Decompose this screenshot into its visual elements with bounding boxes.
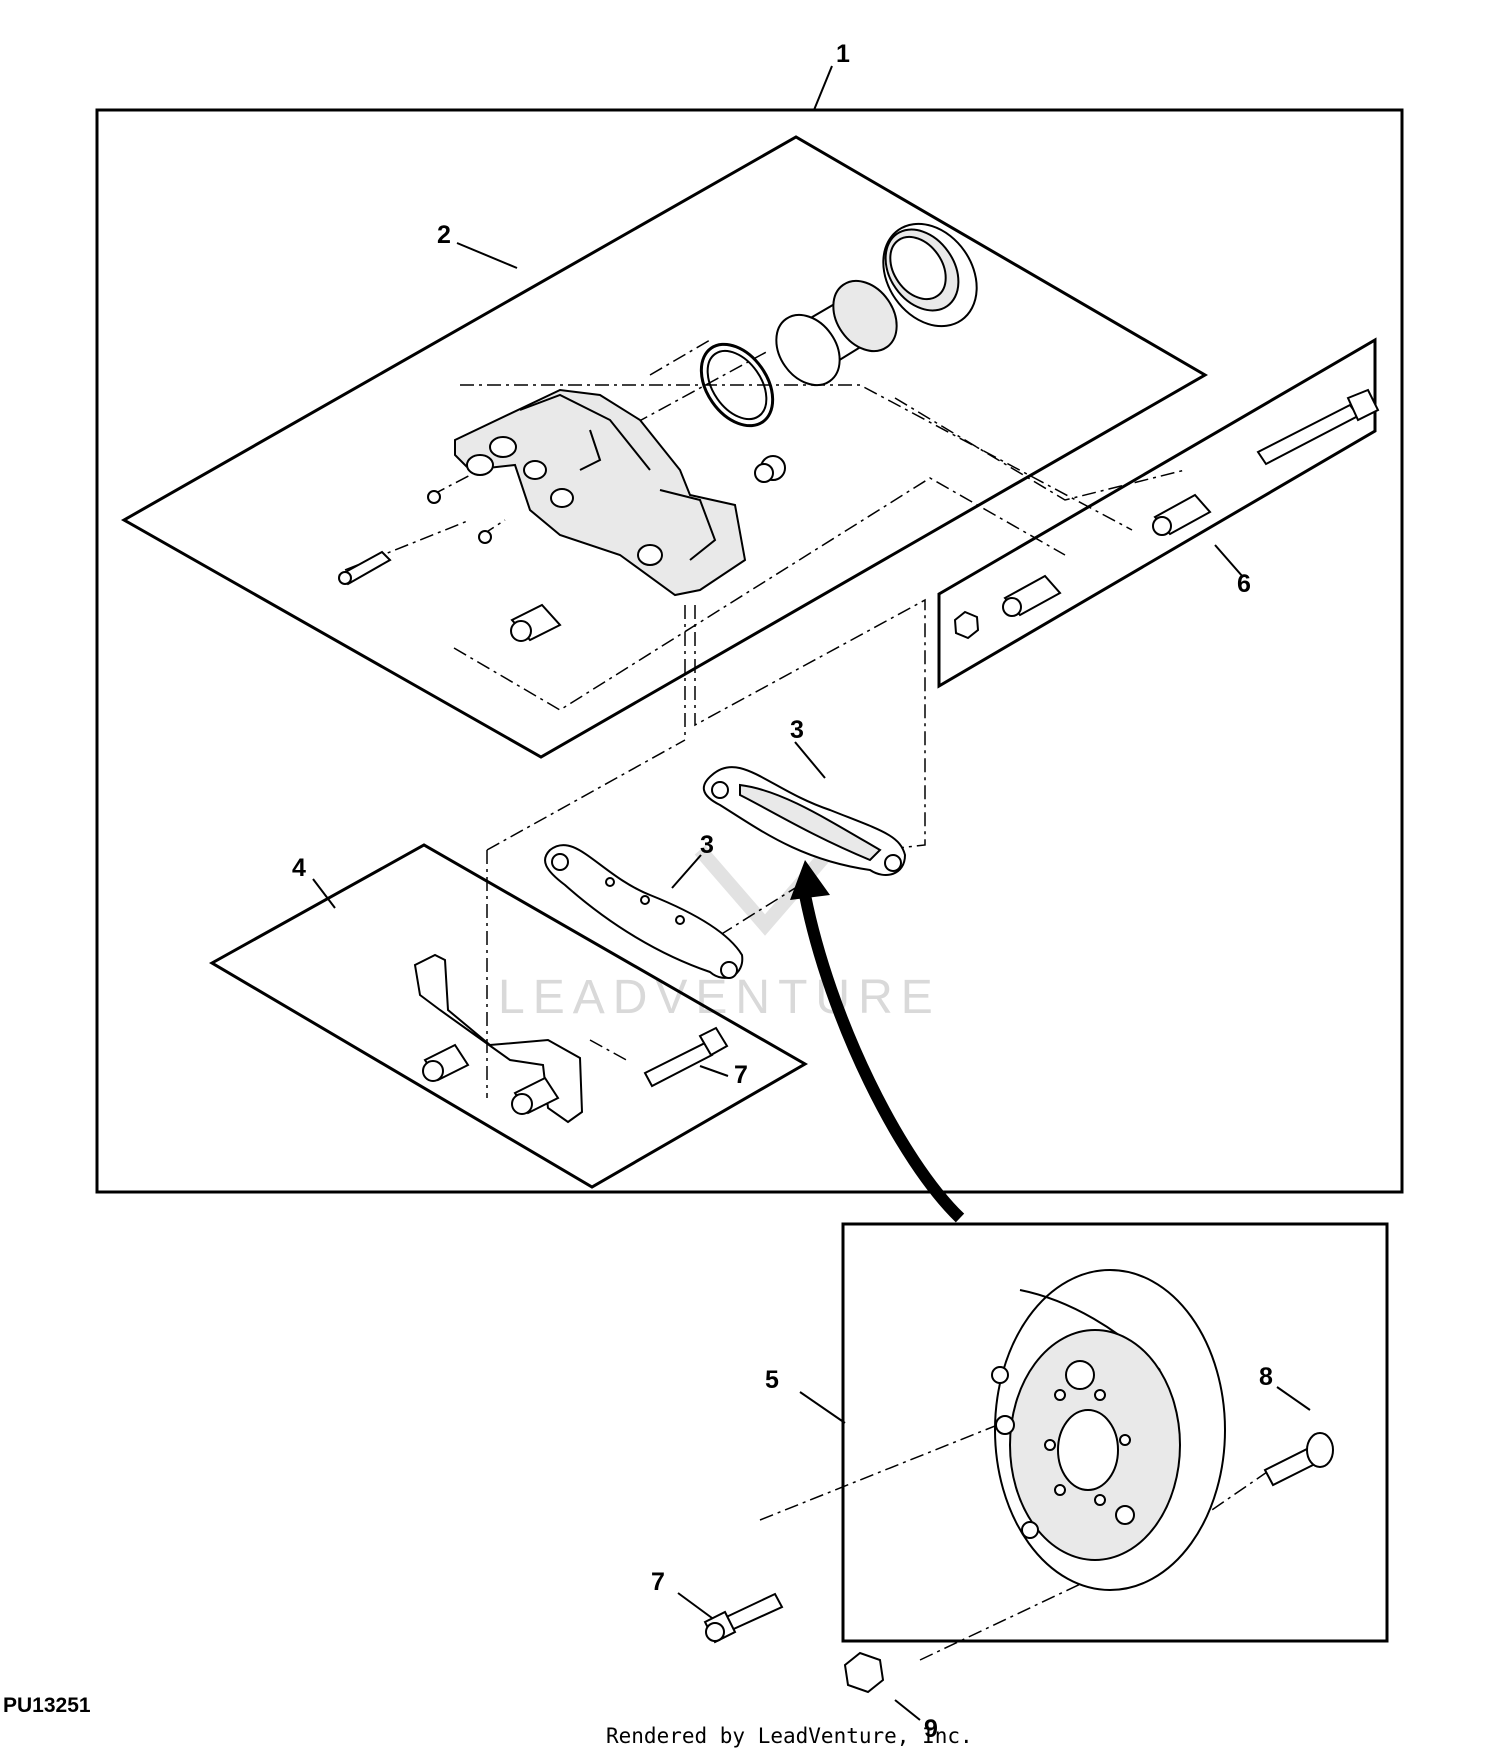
pin-kit-panel [937,337,1377,689]
callout-1: 1 [836,40,850,68]
leader-lines [312,65,1311,1721]
plug-upper [427,490,441,504]
watermark-text: LEADVENTURE [498,971,941,1024]
callout-7-rotor: 7 [651,1568,665,1596]
callout-6: 6 [1237,570,1251,598]
rotor-bolt-right [1263,1432,1334,1487]
pin-sleeve-upper [1152,493,1212,536]
piston [775,279,898,387]
piston-ring [699,342,775,428]
callouts: 1 2 3 3 4 5 6 7 7 8 9 [292,40,1273,1743]
assembly-frame [95,108,1404,1194]
callout-8: 8 [1259,1363,1273,1391]
rotor-frame [841,1222,1389,1643]
callout-5: 5 [765,1366,779,1394]
bracket-kit-panel [208,843,809,1189]
callout-9: 9 [924,1715,938,1743]
centerlines [344,339,1271,1661]
caliper-bracket [413,953,584,1124]
piston-seal [882,222,978,328]
pin-sleeve-lower [1002,574,1062,617]
figure-id: PU13251 [3,1694,91,1717]
rotor-nut [843,1651,885,1694]
caliper-pin-bolt [1256,388,1380,466]
brake-rotor [991,1269,1226,1591]
callout-7-bracket: 7 [734,1061,748,1089]
assembly-arrow [790,860,965,1223]
pin-nut [953,610,980,640]
rotor-bolt-left [703,1592,784,1644]
brake-pad-front [544,844,744,979]
render-credit: Rendered by LeadVenture, Inc. [606,1724,973,1748]
callout-3-lower: 3 [700,831,714,859]
caliper-body [454,388,747,597]
plug-lower [478,530,492,544]
callout-2: 2 [437,221,451,249]
caliper-bushing-lower [510,603,562,642]
bleeder-screw [338,550,392,586]
caliper-kit-panel [120,135,1208,759]
callout-3-upper: 3 [790,716,804,744]
brake-pad-rear [702,766,907,876]
bracket-bolt [643,1026,729,1088]
caliper-bushing-upper [754,455,786,483]
callout-4: 4 [292,854,306,882]
